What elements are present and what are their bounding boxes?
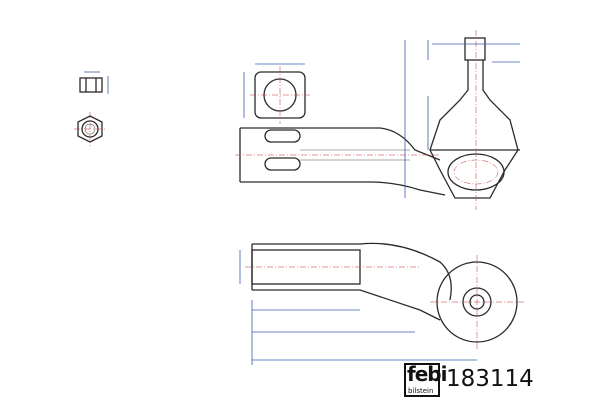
tie-rod-end-side-view xyxy=(239,242,525,365)
rod-section-view xyxy=(243,63,310,124)
logo-main-text: febi xyxy=(407,362,447,386)
logo-sub-text: bilstein xyxy=(408,387,434,395)
nut-side-view xyxy=(79,71,109,94)
nut-top-view xyxy=(74,112,106,146)
part-number: 183114 xyxy=(446,366,534,392)
tie-rod-end-top-view xyxy=(235,30,520,210)
febi-bilstein-logo: febi bilstein xyxy=(404,362,447,397)
